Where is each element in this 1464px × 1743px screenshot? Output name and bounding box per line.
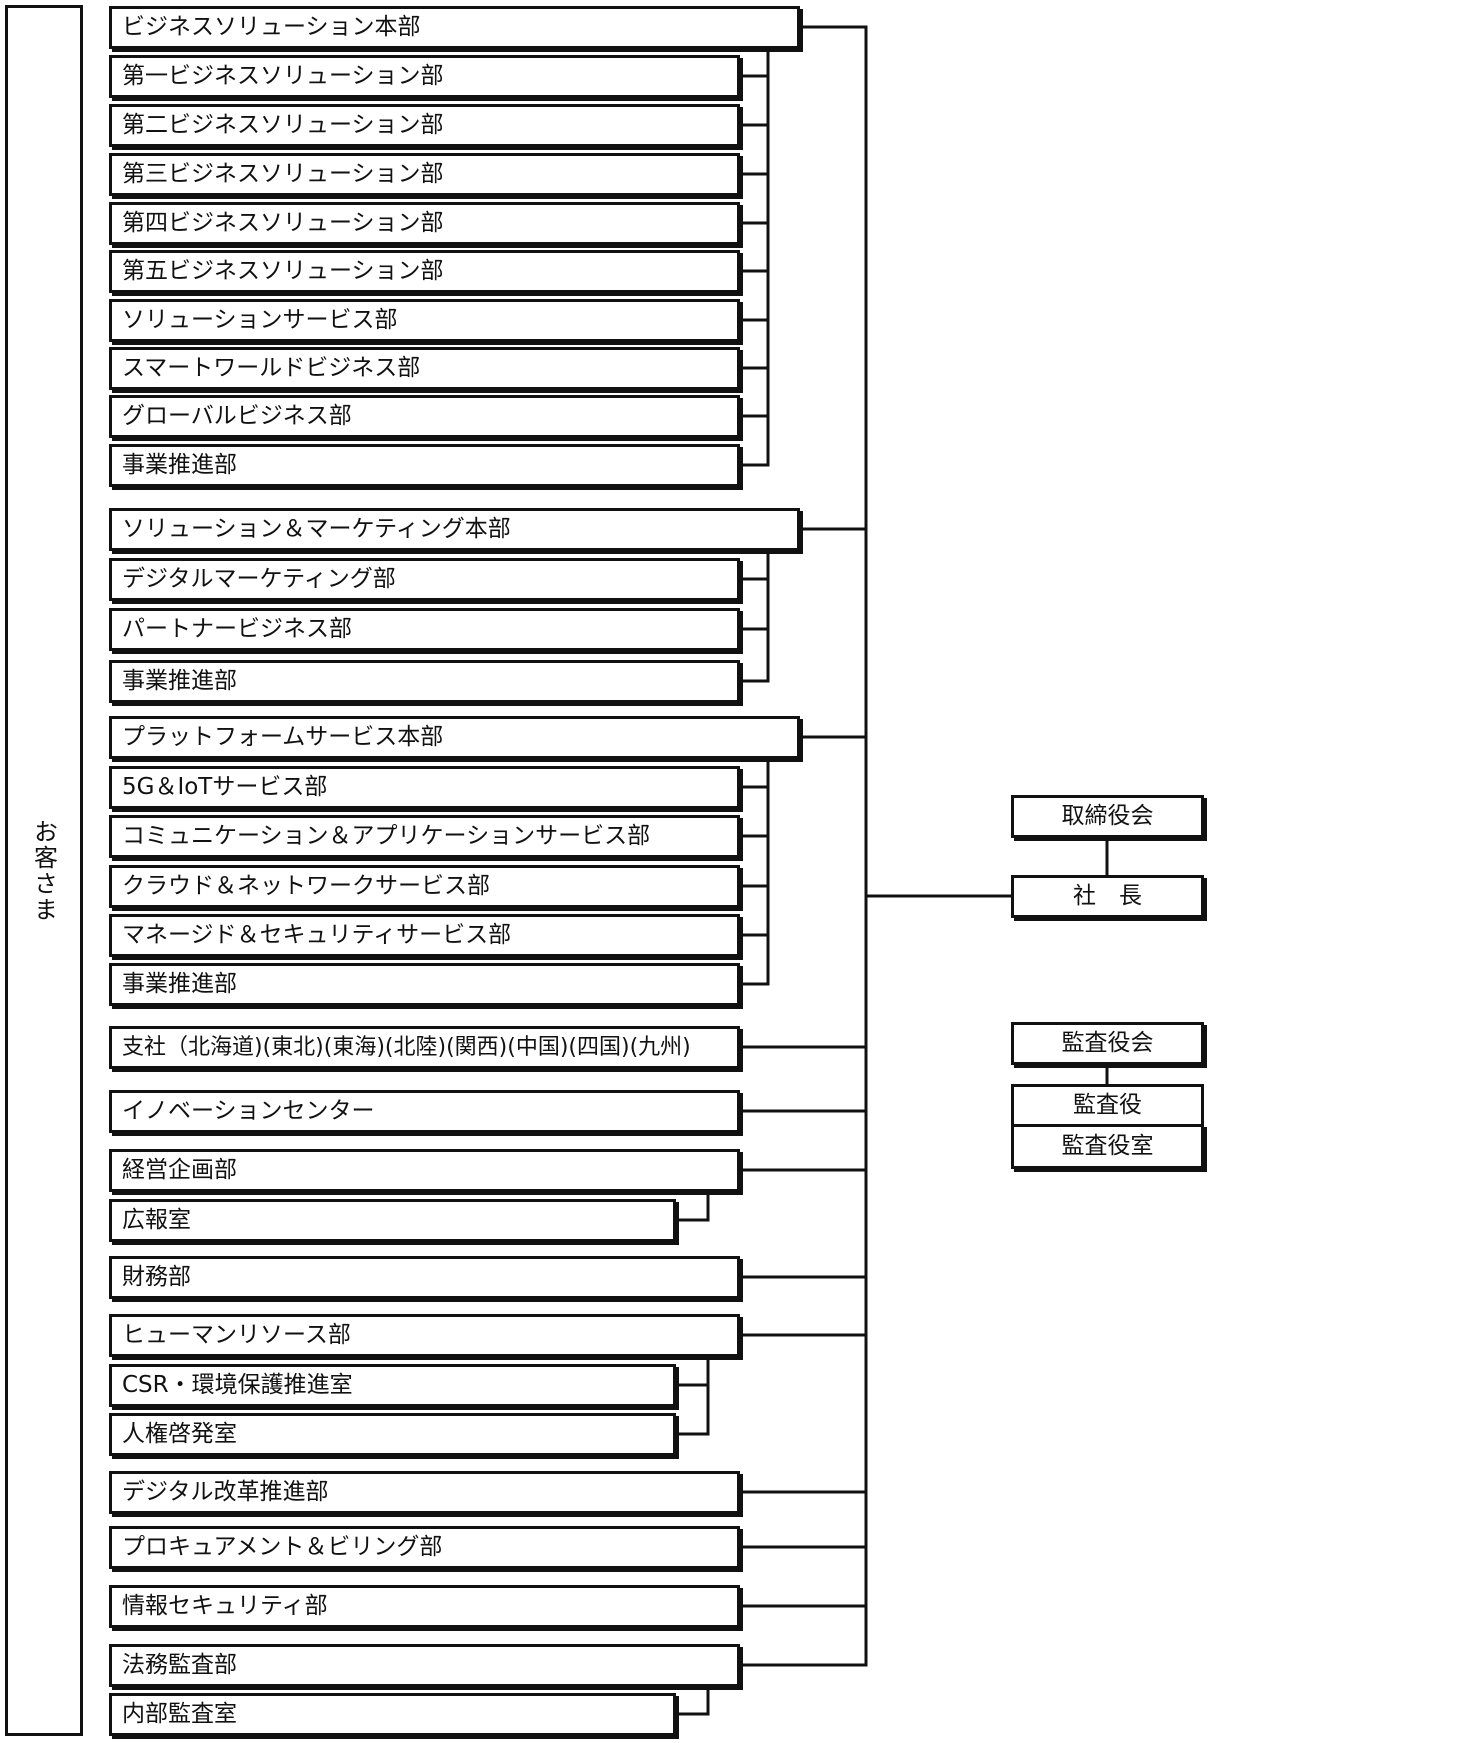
unit-sm-promotion: 事業推進部	[109, 660, 740, 703]
unit-planning: 経営企画部	[109, 1149, 740, 1192]
unit-infosec: 情報セキュリティ部	[109, 1585, 740, 1628]
unit-pr: 広報室	[109, 1199, 676, 1242]
customer-column: お客さま	[5, 5, 83, 1736]
unit-internal-audit: 内部監査室	[109, 1693, 676, 1736]
exec-board: 取締役会	[1011, 795, 1204, 838]
exec-president: 社 長	[1011, 875, 1204, 918]
unit-csr: CSR・環境保護推進室	[109, 1364, 676, 1407]
unit-bs2: 第二ビジネスソリューション部	[109, 104, 740, 147]
exec-auditor: 監査役	[1011, 1084, 1204, 1127]
unit-cloud-network: クラウド＆ネットワークサービス部	[109, 865, 740, 908]
unit-innovation: イノベーションセンター	[109, 1090, 740, 1133]
unit-5g-iot: 5G＆IoTサービス部	[109, 766, 740, 809]
unit-finance: 財務部	[109, 1256, 740, 1299]
exec-audit-board: 監査役会	[1011, 1022, 1204, 1065]
unit-bs1: 第一ビジネスソリューション部	[109, 55, 740, 98]
customer-label: お客さま	[29, 818, 58, 923]
exec-auditor-office: 監査役室	[1011, 1124, 1204, 1169]
unit-branches: 支社（北海道)(東北)(東海)(北陸)(関西)(中国)(四国)(九州)	[109, 1026, 740, 1069]
unit-solution-service: ソリューションサービス部	[109, 299, 740, 342]
unit-managed-security: マネージド＆セキュリティサービス部	[109, 914, 740, 957]
unit-ps-hq: プラットフォームサービス本部	[109, 716, 800, 759]
unit-legal-audit: 法務監査部	[109, 1644, 740, 1687]
unit-procurement: プロキュアメント＆ビリング部	[109, 1526, 740, 1569]
unit-global: グローバルビジネス部	[109, 395, 740, 438]
unit-bs-promotion: 事業推進部	[109, 444, 740, 487]
unit-comm-app: コミュニケーション＆アプリケーションサービス部	[109, 815, 740, 858]
unit-smart-world: スマートワールドビジネス部	[109, 347, 740, 390]
unit-bs-hq: ビジネスソリューション本部	[109, 6, 800, 49]
unit-human-rights: 人権啓発室	[109, 1413, 676, 1456]
unit-ps-promotion: 事業推進部	[109, 963, 740, 1006]
unit-bs4: 第四ビジネスソリューション部	[109, 202, 740, 245]
unit-hr: ヒューマンリソース部	[109, 1314, 740, 1357]
unit-dx: デジタル改革推進部	[109, 1471, 740, 1514]
unit-partner: パートナービジネス部	[109, 608, 740, 651]
unit-sm-hq: ソリューション＆マーケティング本部	[109, 508, 800, 551]
unit-digital-marketing: デジタルマーケティング部	[109, 558, 740, 601]
unit-bs5: 第五ビジネスソリューション部	[109, 250, 740, 293]
unit-bs3: 第三ビジネスソリューション部	[109, 153, 740, 196]
